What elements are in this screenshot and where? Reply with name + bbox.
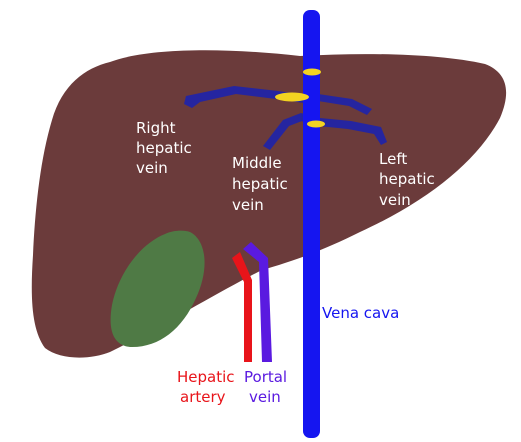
- right-hepatic-vein-line-2: hepatic: [136, 139, 192, 157]
- hepatic-artery-label: Hepatic artery: [177, 368, 239, 406]
- left-hepatic-vein-line-3: vein: [379, 191, 411, 209]
- hepatic-artery-line-2: artery: [180, 388, 226, 406]
- portal-vein-line-2: vein: [249, 388, 281, 406]
- valve-bottom: [307, 121, 325, 128]
- right-hepatic-vein-line-1: Right: [136, 119, 176, 137]
- middle-hepatic-vein-line-1: Middle: [232, 154, 282, 172]
- valve-middle: [275, 93, 309, 102]
- left-hepatic-vein-line-2: hepatic: [379, 170, 435, 188]
- portal-vein-line-1: Portal: [244, 368, 287, 386]
- left-hepatic-vein-line-1: Left: [379, 150, 407, 168]
- vena-cava-label: Vena cava: [322, 304, 399, 322]
- middle-hepatic-vein-line-2: hepatic: [232, 175, 288, 193]
- portal-vein-label: Portal vein: [244, 368, 292, 406]
- valve-top: [303, 69, 321, 76]
- middle-hepatic-vein-line-3: vein: [232, 196, 264, 214]
- right-hepatic-vein-line-3: vein: [136, 159, 168, 177]
- hepatic-artery-line-1: Hepatic: [177, 368, 235, 386]
